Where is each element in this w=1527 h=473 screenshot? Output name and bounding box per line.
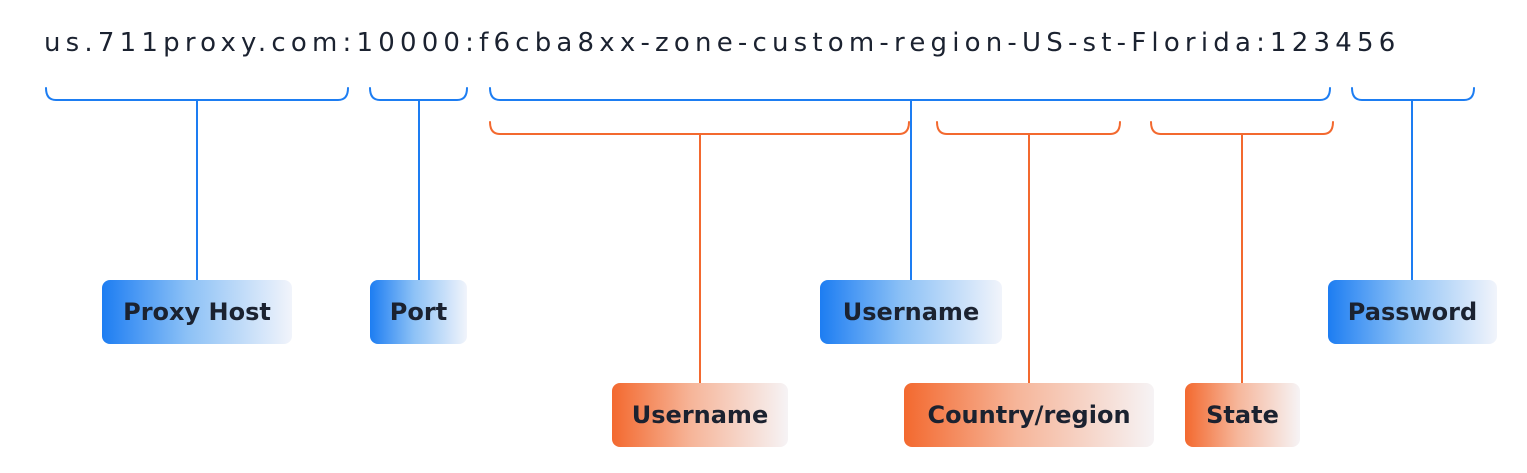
proxy-host-bracket bbox=[45, 87, 349, 101]
proxy-host-label: Proxy Host bbox=[102, 280, 292, 344]
port-bracket bbox=[369, 87, 468, 101]
state-bracket bbox=[1150, 121, 1334, 135]
port-label: Port bbox=[370, 280, 467, 344]
state-label: State bbox=[1185, 383, 1300, 447]
country-region-bracket bbox=[936, 121, 1121, 135]
proxy-string: us.711proxy.com:10000:f6cba8xx-zone-cust… bbox=[44, 28, 1401, 58]
username-full-bracket bbox=[489, 87, 1331, 101]
password-bracket bbox=[1351, 87, 1475, 101]
password-label: Password bbox=[1328, 280, 1497, 344]
username-part-bracket bbox=[489, 121, 910, 135]
username-part-label: Username bbox=[612, 383, 788, 447]
country-region-label: Country/region bbox=[904, 383, 1154, 447]
username-full-label: Username bbox=[820, 280, 1002, 344]
